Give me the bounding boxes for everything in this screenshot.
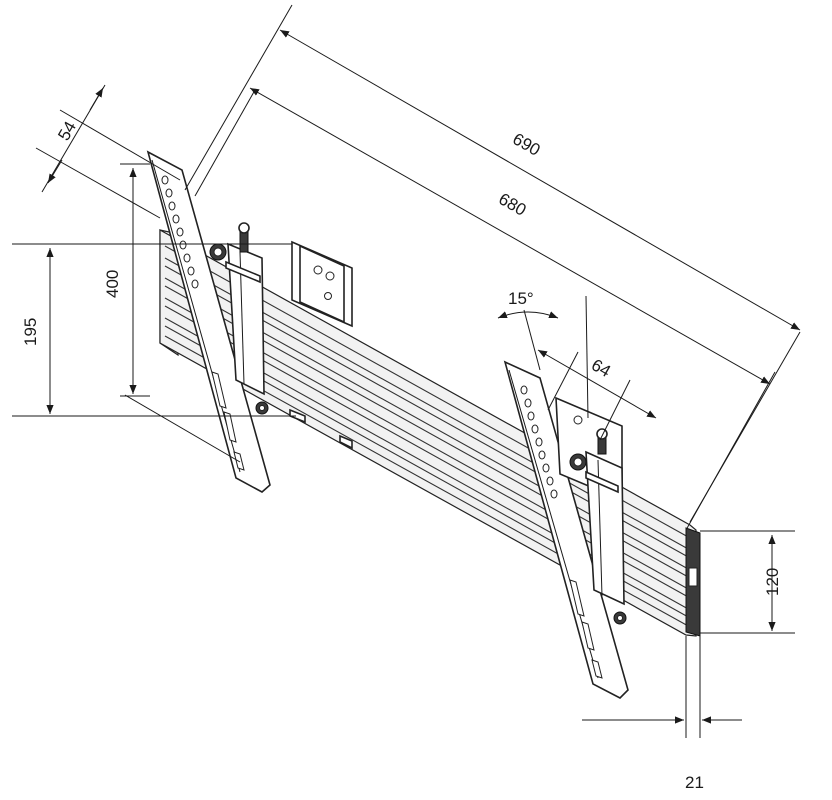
label-400: 400: [103, 270, 122, 298]
right-bracket-holes: [520, 385, 603, 679]
label-64: 64: [588, 355, 614, 381]
label-120: 120: [763, 568, 782, 596]
right-tilt-bracket: [503, 360, 629, 699]
left-bracket-holes: [161, 175, 245, 471]
label-690: 690: [509, 129, 543, 160]
label-15-degree: 15°: [508, 289, 534, 308]
label-54: 54: [54, 118, 80, 144]
label-680: 680: [495, 189, 529, 220]
label-21: 21: [685, 773, 704, 792]
label-195: 195: [21, 318, 40, 346]
dimension-lines: [12, 4, 801, 738]
